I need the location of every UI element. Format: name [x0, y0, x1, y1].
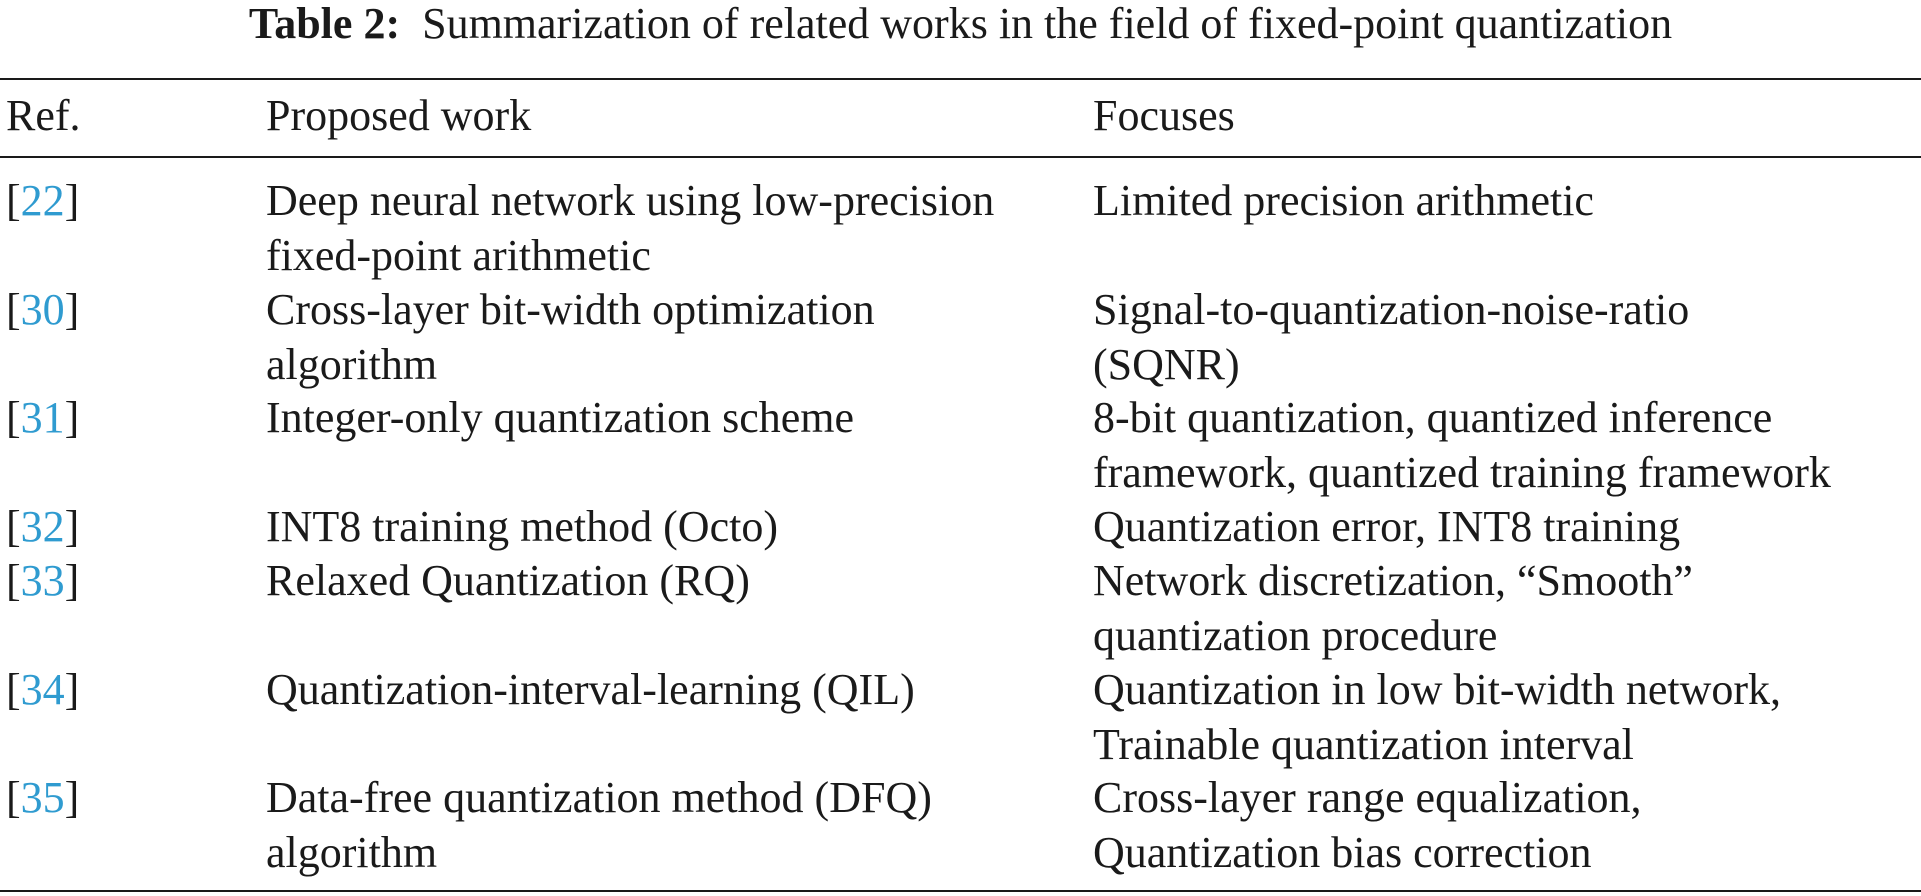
table-row: [34] Quantization-interval-learning (QIL… [0, 662, 1921, 772]
table-row: [35] Data-free quantization method (DFQ)… [0, 770, 1921, 880]
table-row: [30] Cross-layer bit-width optimization … [0, 282, 1921, 392]
proposed-work-cell: Deep neural network using low-precision … [266, 173, 994, 283]
cell-line: INT8 training method (Octo) [266, 502, 778, 551]
focuses-cell: Limited precision arithmetic [1093, 173, 1594, 228]
cell-line: Quantization bias correction [1093, 828, 1592, 877]
ref-link[interactable]: 30 [20, 285, 65, 334]
cell-line: (SQNR) [1093, 340, 1240, 389]
table-row: [32] INT8 training method (Octo) Quantiz… [0, 499, 1921, 554]
ref-cell: [35] [6, 773, 80, 822]
cell-line: Cross-layer bit-width optimization [266, 285, 875, 334]
table-caption: Table 2: Summarization of related works … [0, 0, 1921, 48]
proposed-work-cell: Integer-only quantization scheme [266, 390, 854, 445]
table-bottom-rule [0, 890, 1921, 892]
table-caption-label: Table 2: [248, 0, 401, 48]
header-focuses: Focuses [1093, 91, 1235, 140]
ref-cell: [22] [6, 176, 80, 225]
cell-line: fixed-point arithmetic [266, 231, 651, 280]
proposed-work-cell: Relaxed Quantization (RQ) [266, 553, 750, 608]
focuses-cell: Cross-layer range equalization, Quantiza… [1093, 770, 1642, 880]
cell-line: Quantization-interval-learning (QIL) [266, 665, 915, 714]
table-header-rule [0, 156, 1921, 158]
header-ref: Ref. [6, 91, 81, 140]
cell-line: Relaxed Quantization (RQ) [266, 556, 750, 605]
focuses-cell: Quantization in low bit-width network, T… [1093, 662, 1781, 772]
cell-line: Deep neural network using low-precision [266, 176, 995, 225]
cell-line: Signal-to-quantization-noise-ratio [1093, 285, 1690, 334]
cell-line: framework, quantized training framework [1093, 448, 1831, 497]
cell-line: Quantization error, INT8 training [1093, 502, 1681, 551]
proposed-work-cell: Data-free quantization method (DFQ) algo… [266, 770, 932, 880]
table-header-row: Ref. Proposed work Focuses [0, 88, 1921, 144]
ref-cell: [33] [6, 556, 80, 605]
focuses-cell: 8-bit quantization, quantized inference … [1093, 390, 1831, 500]
ref-link[interactable]: 31 [20, 393, 65, 442]
focuses-cell: Quantization error, INT8 training [1093, 499, 1680, 554]
table-top-rule [0, 78, 1921, 80]
table-row: [22] Deep neural network using low-preci… [0, 173, 1921, 283]
cell-line: Cross-layer range equalization, [1093, 773, 1642, 822]
cell-line: 8-bit quantization, quantized inference [1093, 393, 1773, 442]
table-row: [33] Relaxed Quantization (RQ) Network d… [0, 553, 1921, 663]
ref-cell: [30] [6, 285, 80, 334]
cell-line: Trainable quantization interval [1093, 720, 1634, 769]
proposed-work-cell: INT8 training method (Octo) [266, 499, 778, 554]
proposed-work-cell: Quantization-interval-learning (QIL) [266, 662, 915, 717]
ref-link[interactable]: 22 [20, 176, 65, 225]
ref-cell: [31] [6, 393, 80, 442]
focuses-cell: Signal-to-quantization-noise-ratio (SQNR… [1093, 282, 1689, 392]
header-proposed-work: Proposed work [266, 91, 532, 140]
ref-link[interactable]: 34 [20, 665, 65, 714]
table-caption-text: Summarization of related works in the fi… [422, 0, 1673, 48]
cell-line: Quantization in low bit-width network, [1093, 665, 1781, 714]
ref-cell: [32] [6, 502, 80, 551]
ref-link[interactable]: 35 [20, 773, 65, 822]
cell-line: quantization procedure [1093, 611, 1498, 660]
table-row: [31] Integer-only quantization scheme 8-… [0, 390, 1921, 500]
focuses-cell: Network discretization, “Smooth” quantiz… [1093, 553, 1693, 663]
ref-cell: [34] [6, 665, 80, 714]
cell-line: Data-free quantization method (DFQ) [266, 773, 932, 822]
ref-link[interactable]: 33 [20, 556, 65, 605]
cell-line: Network discretization, “Smooth” [1093, 556, 1693, 605]
cell-line: Limited precision arithmetic [1093, 176, 1594, 225]
proposed-work-cell: Cross-layer bit-width optimization algor… [266, 282, 875, 392]
cell-line: algorithm [266, 828, 438, 877]
ref-link[interactable]: 32 [20, 502, 65, 551]
cell-line: Integer-only quantization scheme [266, 393, 855, 442]
cell-line: algorithm [266, 340, 438, 389]
